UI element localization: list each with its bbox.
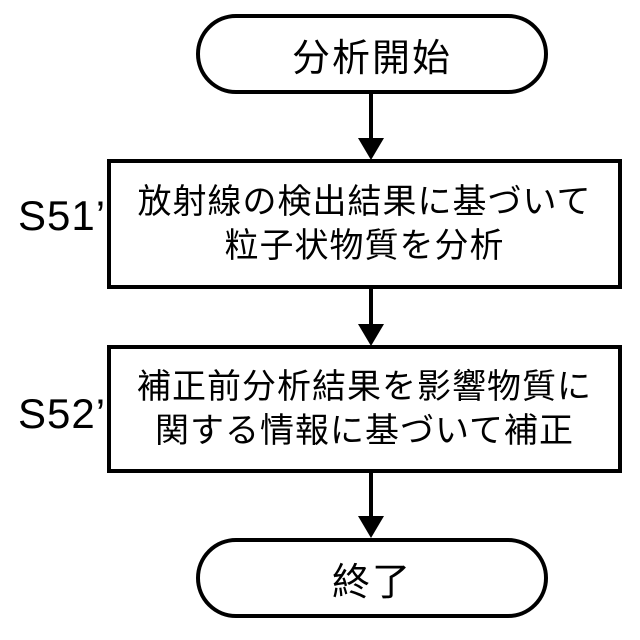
process-box-s52: 補正前分析結果を影響物質に 関する情報に基づいて補正 [107,345,622,473]
step-label-s51: S51’ [18,192,106,240]
process-text-line: 放射線の検出結果に基づいて [138,180,592,224]
process-text-line: 粒子状物質を分析 [225,224,505,268]
process-text-line: 関する情報に基づいて補正 [155,409,574,453]
start-terminal: 分析開始 [196,14,548,94]
process-text-line: 補正前分析結果を影響物質に [137,365,592,409]
start-label: 分析開始 [292,27,452,82]
end-label: 終了 [332,551,412,606]
process-box-s51: 放射線の検出結果に基づいて 粒子状物質を分析 [107,159,622,289]
arrowhead-2 [358,324,384,346]
end-terminal: 終了 [196,538,548,618]
step-label-s52: S52’ [18,390,106,438]
arrowhead-1 [358,138,384,160]
arrowhead-3 [358,516,384,538]
